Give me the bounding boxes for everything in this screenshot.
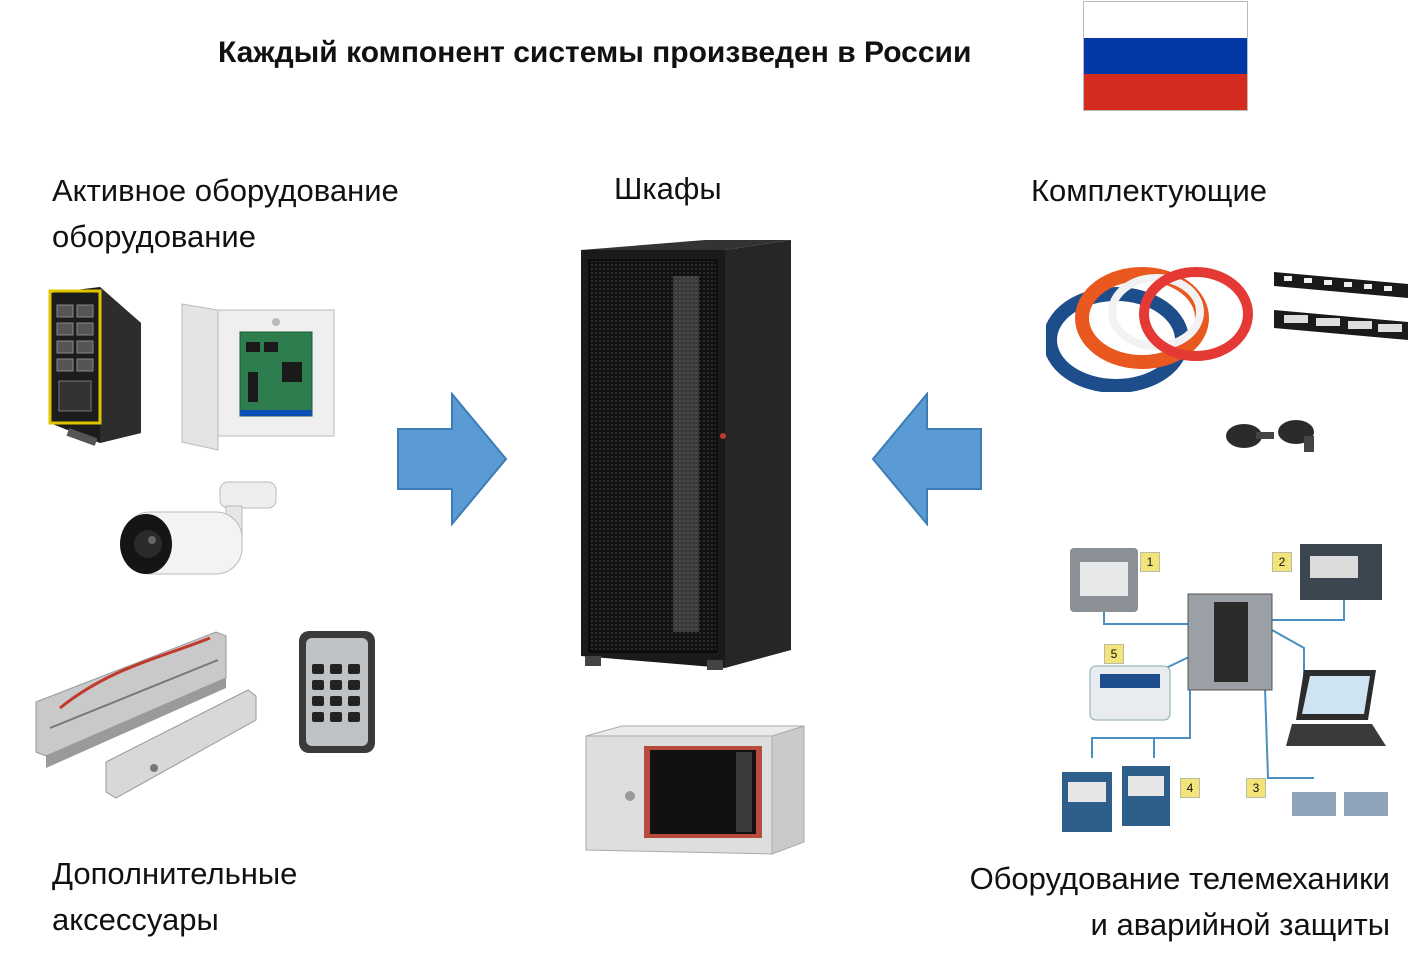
russian-flag-icon	[1083, 1, 1248, 111]
badge-2: 2	[1272, 552, 1292, 572]
badge-5: 5	[1104, 644, 1124, 664]
magnetic-lock-icon	[35, 631, 257, 799]
controller-box-icon	[181, 303, 335, 451]
arrow-right-icon	[397, 392, 508, 526]
wall-cabinet-icon	[585, 725, 805, 855]
group-active-label: Активное оборудование оборудование	[52, 173, 399, 254]
telemetry-diagram-icon: 1 2 3 4 5	[1054, 538, 1394, 838]
group-telemechanics-label: Оборудование телемеханики и аварийной за…	[969, 861, 1390, 942]
page-title: Каждый компонент системы произведен в Ро…	[218, 36, 972, 69]
cctv-camera-icon	[120, 481, 277, 575]
meters-icon	[1062, 766, 1170, 832]
network-switch-icon	[48, 287, 141, 446]
badge-3: 3	[1246, 778, 1266, 798]
keypad-icon	[299, 631, 375, 753]
indicators-icon	[1292, 792, 1388, 816]
badge-4: 4	[1180, 778, 1200, 798]
server-rack-icon	[581, 240, 791, 670]
display-unit-5-icon	[1089, 665, 1171, 721]
laptop-icon	[1286, 670, 1386, 746]
screws-icon	[1226, 420, 1314, 452]
group-cabinets-label: Шкафы	[614, 171, 722, 206]
patch-panel-icon	[1274, 272, 1408, 340]
cable-coils-icon	[1046, 267, 1253, 392]
group-components-label: Комплектующие	[1031, 173, 1267, 208]
controller-unit-1-icon	[1070, 548, 1138, 612]
badge-1: 1	[1140, 552, 1160, 572]
terminal-panel-icon	[1187, 593, 1273, 691]
group-accessories-label: Дополнительные аксессуары	[52, 856, 298, 937]
controller-unit-2-icon	[1300, 544, 1382, 600]
arrow-left-icon	[871, 392, 982, 526]
